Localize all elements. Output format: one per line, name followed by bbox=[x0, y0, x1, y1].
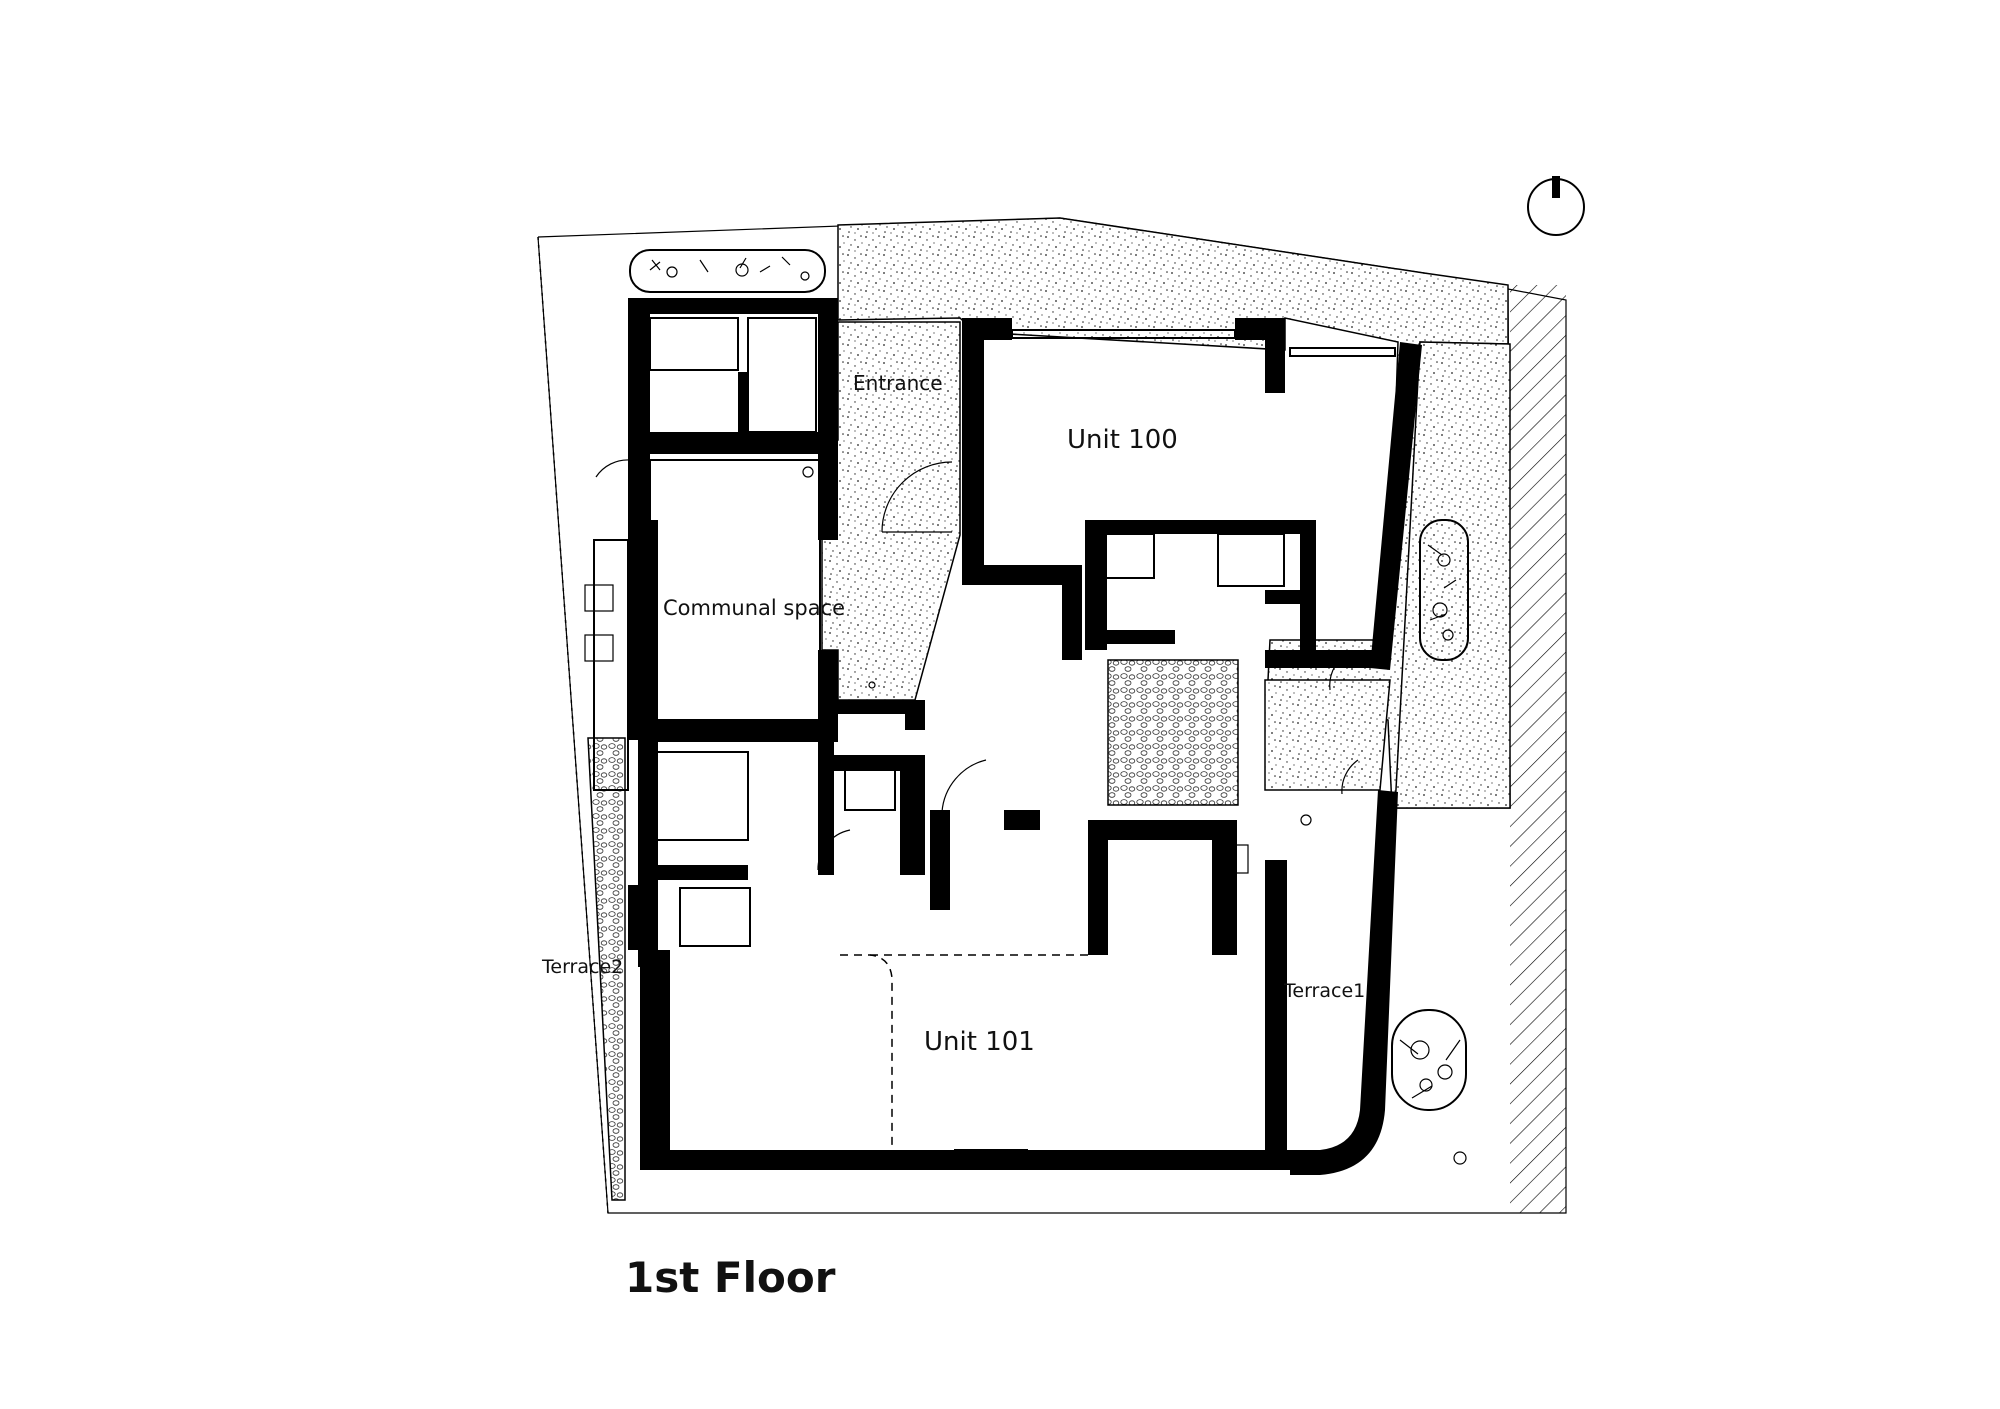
terrace-1-label: Terrace1 bbox=[1283, 980, 1365, 1002]
north-arrow-icon bbox=[1527, 176, 1585, 236]
shrub-icon bbox=[1391, 519, 1469, 1111]
planter-icon bbox=[629, 249, 826, 293]
unit-100-walls bbox=[962, 318, 1422, 670]
adjacent-lot-hatch bbox=[1510, 285, 1566, 1213]
unit-101-walls bbox=[640, 790, 1398, 1175]
unit-101-label: Unit 101 bbox=[924, 1027, 1035, 1057]
floor-title: 1st Floor bbox=[625, 1253, 836, 1302]
communal-space-label: Communal space bbox=[663, 596, 845, 620]
service-core bbox=[628, 298, 1285, 967]
unit-100-label: Unit 100 bbox=[1067, 425, 1178, 455]
door-swings bbox=[595, 459, 1359, 871]
entrance-label: Entrance bbox=[853, 371, 943, 395]
terrace-2-edge bbox=[593, 539, 650, 950]
fixtures bbox=[584, 466, 1467, 1165]
terrace-2-label: Terrace2 bbox=[541, 956, 623, 978]
communal-walls bbox=[628, 440, 838, 740]
